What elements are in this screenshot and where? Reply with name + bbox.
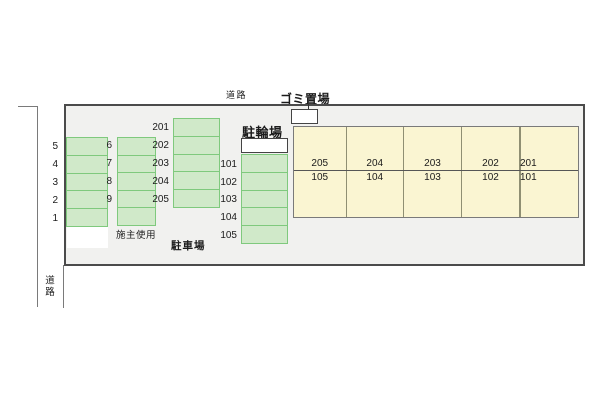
- parking-labels-col-d: 101 102 103 104 105: [208, 154, 237, 244]
- space-label: 202: [152, 139, 169, 151]
- road-label-top: 道路: [226, 90, 248, 100]
- parking-space-cell: [67, 154, 107, 173]
- space-label: 5: [52, 140, 58, 152]
- building-unit-column: 201 101: [520, 127, 537, 217]
- garbage-box: [291, 109, 318, 124]
- bicycle-parking-box: [241, 138, 288, 153]
- parking-space-cell: [242, 189, 287, 208]
- unit-number: 204: [366, 158, 384, 169]
- parking-space-cell: [67, 208, 107, 226]
- space-label: 105: [220, 229, 237, 241]
- building-floor-divider: [294, 170, 578, 172]
- parking-space-cell: [174, 189, 219, 207]
- road-label-left: 道路: [43, 275, 54, 298]
- owner-use-label: 施主使用: [116, 230, 157, 241]
- parking-labels-col-b: 6 7 8 9: [90, 137, 112, 226]
- parking-space-cell: [242, 207, 287, 225]
- parking-column-d: [241, 154, 288, 244]
- parking-column-b: [117, 137, 156, 226]
- parking-space-cell: [174, 153, 219, 172]
- space-label: 103: [220, 194, 237, 206]
- space-label: 4: [52, 158, 58, 170]
- space-label: 204: [152, 175, 169, 187]
- space-label: 205: [152, 193, 169, 205]
- unit-number: 105: [311, 171, 329, 183]
- parking-space-cell: [242, 225, 287, 243]
- owner-use-space: [66, 226, 108, 248]
- road-edge-line: [63, 265, 65, 308]
- building-unit-column: 205 105: [294, 127, 347, 217]
- space-label: 201: [152, 121, 169, 133]
- garbage-area-label: ゴミ置場: [280, 92, 331, 106]
- parking-space-cell: [242, 171, 287, 190]
- bicycle-area-label: 駐輪場: [242, 125, 283, 140]
- parking-space-cell: [118, 189, 155, 208]
- parking-lot-label: 駐車場: [171, 240, 206, 252]
- parking-space-cell: [67, 172, 107, 191]
- parking-space-cell: [118, 154, 155, 173]
- unit-number: 202: [482, 158, 499, 169]
- space-label: [90, 208, 112, 226]
- parking-labels-col-a: 5 4 3 2 1: [34, 137, 58, 227]
- parking-space-cell: [174, 171, 219, 189]
- parking-space-cell: [174, 135, 219, 154]
- space-label: 104: [220, 212, 237, 224]
- space-label: 8: [106, 175, 112, 187]
- road-boundary-line-top: [18, 106, 38, 108]
- road-boundary-line-left: [37, 106, 39, 307]
- parking-space-cell: [118, 207, 155, 225]
- building-unit-column: 202 102: [462, 127, 520, 217]
- unit-number: 103: [424, 171, 441, 183]
- space-label: 102: [220, 176, 237, 188]
- unit-number: 205: [311, 158, 329, 169]
- space-label: 203: [152, 157, 169, 169]
- unit-number: 102: [482, 171, 499, 183]
- parking-labels-col-c: 201 202 203 204 205: [140, 118, 169, 208]
- parking-column-c: [173, 118, 220, 208]
- parking-space-cell: [67, 190, 107, 208]
- building-unit-column: 203 103: [404, 127, 462, 217]
- space-label: 7: [106, 158, 112, 170]
- building-unit-column: 204 104: [347, 127, 404, 217]
- space-label: 6: [106, 140, 112, 152]
- apartment-building: 205 105 204 104 203 103 202 102 201 101: [293, 126, 579, 218]
- unit-number: 203: [424, 158, 441, 169]
- space-label: 3: [52, 176, 58, 188]
- space-label: 2: [52, 194, 58, 206]
- space-label: 101: [220, 159, 237, 171]
- unit-number: 104: [366, 171, 384, 183]
- space-label: 1: [52, 212, 58, 224]
- parking-space-cell: [118, 172, 155, 190]
- parking-space-cell: [174, 119, 219, 136]
- space-label: 9: [106, 193, 112, 205]
- parking-space-cell: [242, 155, 287, 172]
